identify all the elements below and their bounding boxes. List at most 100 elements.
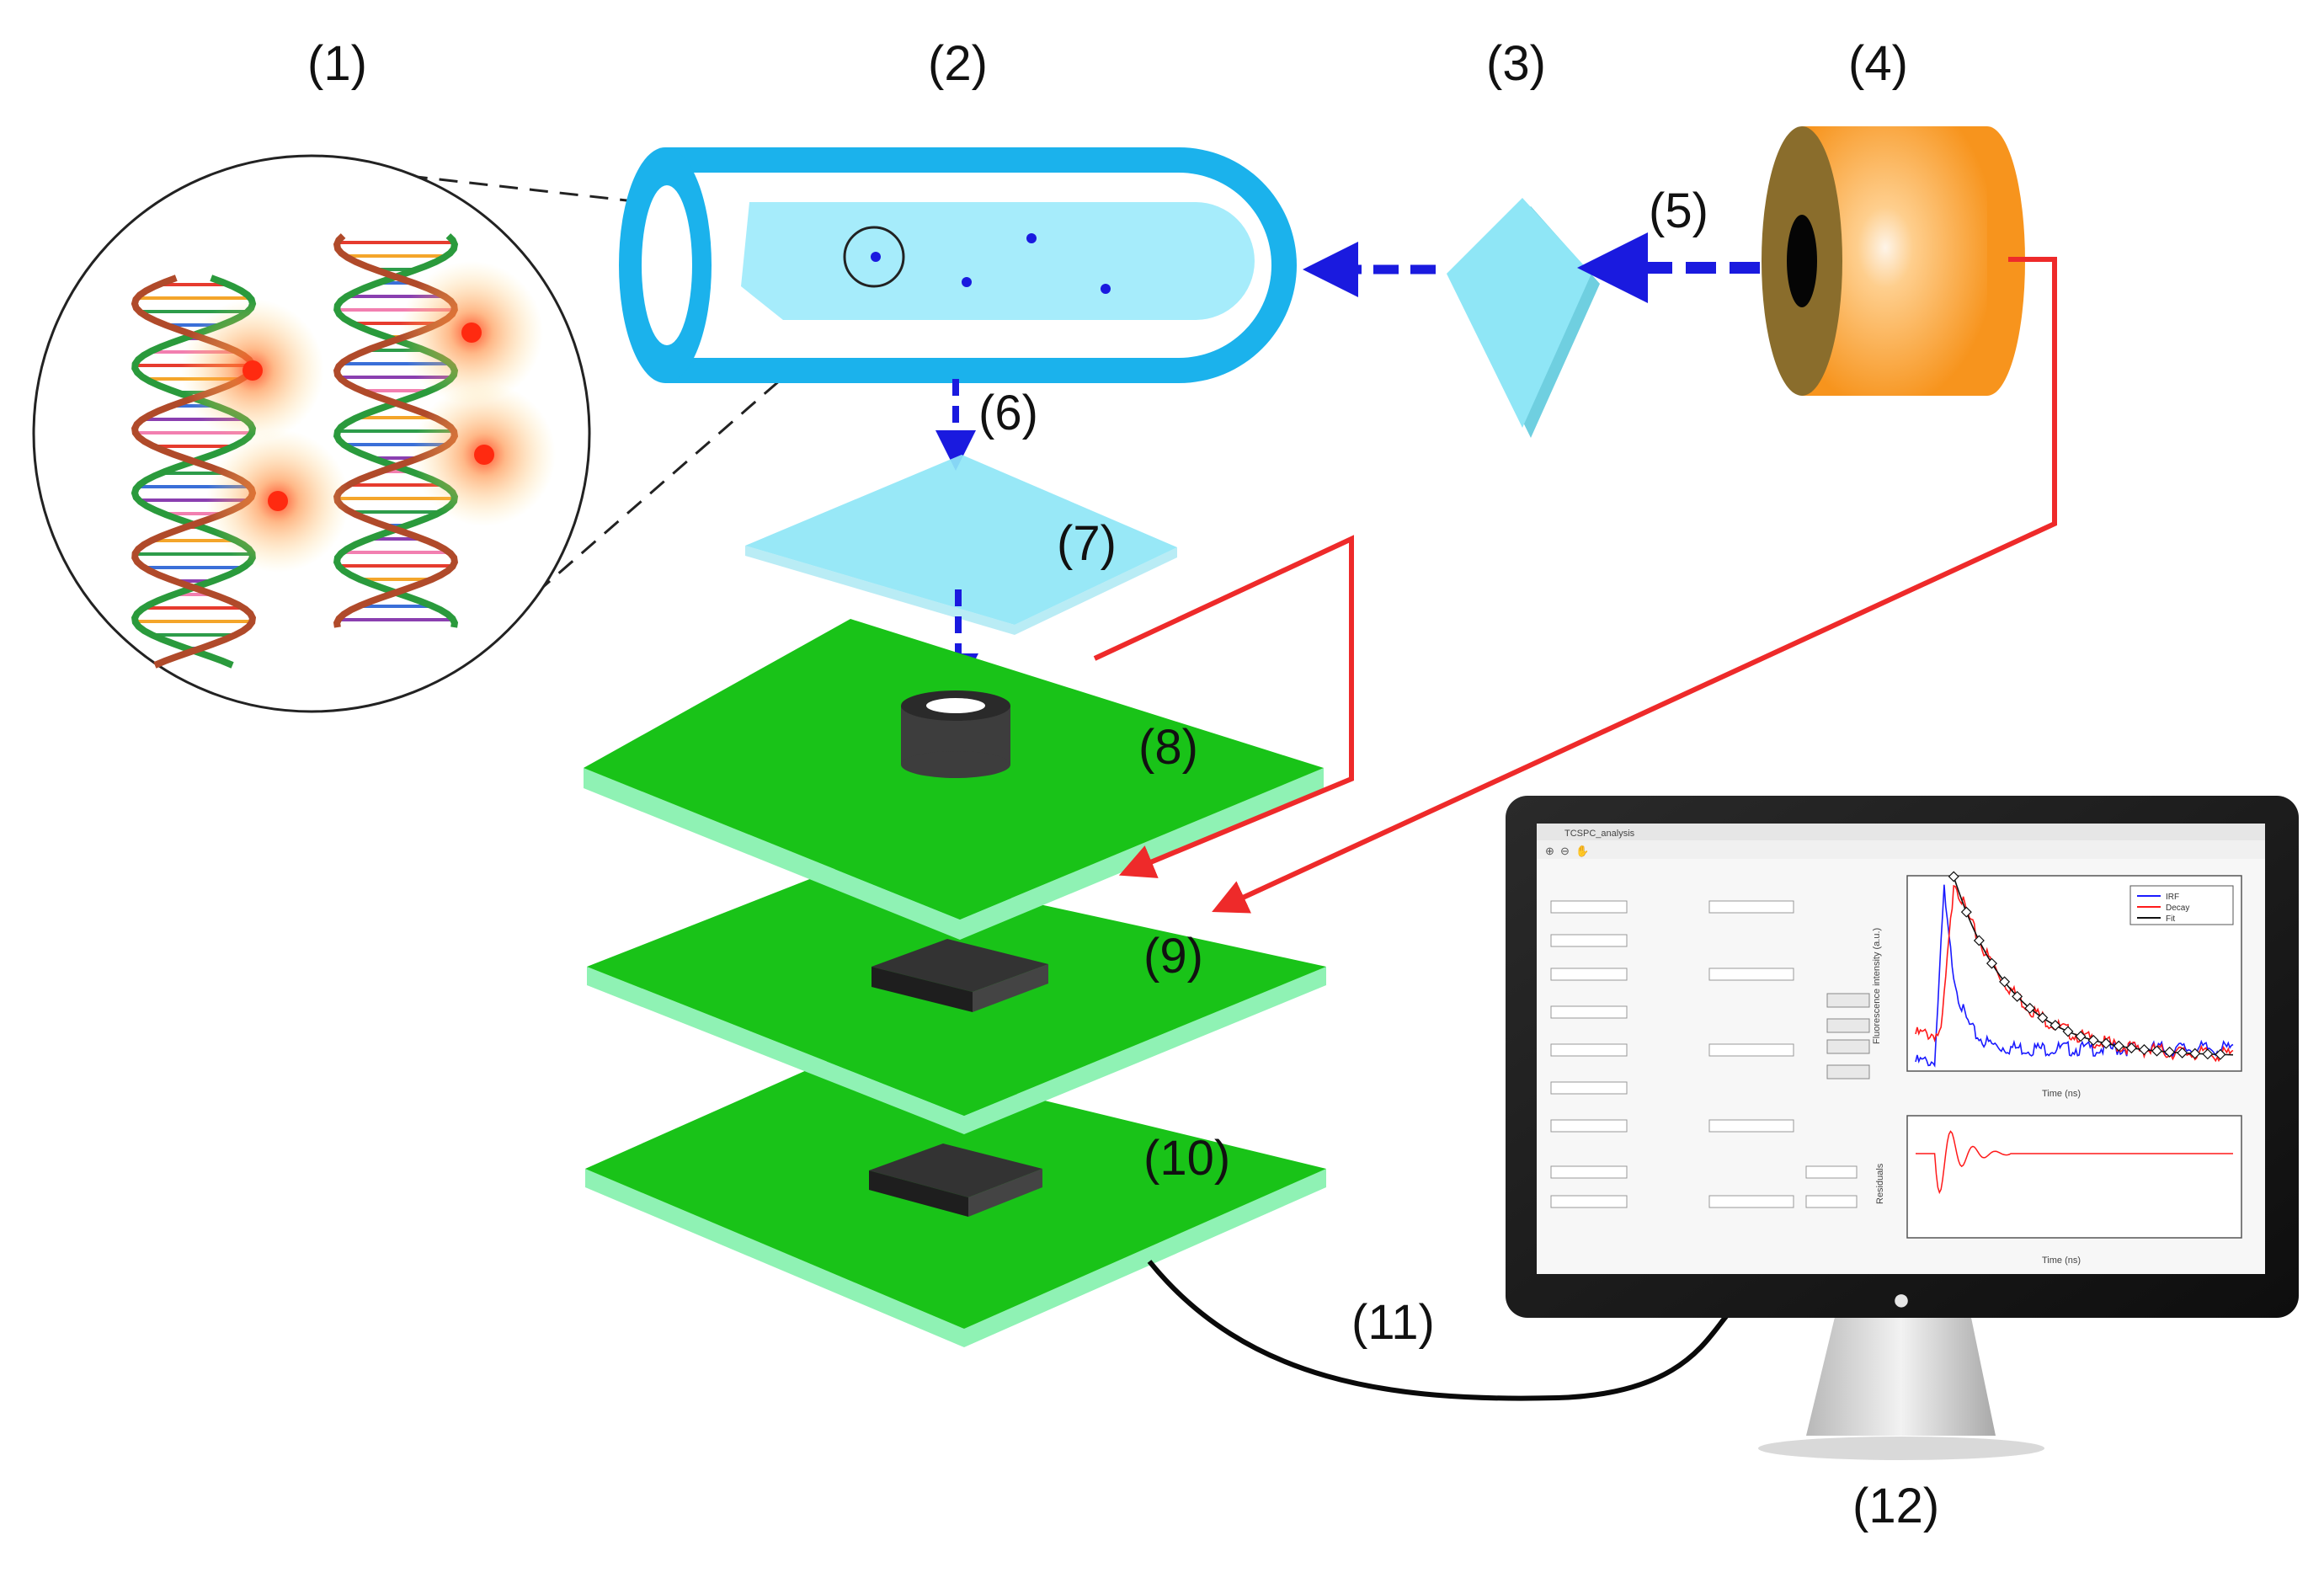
focus-circle: [843, 226, 905, 288]
decay-plot-ylabel: Fluorescence intensity (a.u.): [1872, 928, 1882, 1044]
panel-field[interactable]: [1708, 1043, 1794, 1057]
label-cable: (11): [1351, 1295, 1435, 1350]
decay-plot-xlabel: Time (ns): [2042, 1089, 2081, 1099]
cfd-chip-side: [973, 964, 1048, 1012]
decay-plot: [1915, 871, 2234, 1068]
panel-field[interactable]: [1550, 934, 1628, 947]
panel-field[interactable]: [1550, 968, 1628, 981]
pcb-board-8: [584, 619, 1324, 940]
fit-marker: [2049, 1020, 2061, 1032]
fit-marker: [2100, 1037, 2112, 1049]
prism-face: [1447, 198, 1591, 428]
pan-icon: ✋: [1575, 845, 1589, 857]
fluorophore-dot: [461, 323, 482, 343]
label-prism: (3): [1486, 36, 1546, 91]
dna-backbone: [131, 275, 257, 669]
panel-field[interactable]: [1550, 1119, 1628, 1133]
legend-fit: Fit: [2166, 914, 2175, 924]
panel-button[interactable]: [1826, 993, 1870, 1008]
cfd-chip-side: [872, 967, 973, 1012]
residual-plot-ylabel: Residuals: [1875, 1163, 1885, 1204]
tube-opening-inner: [642, 185, 692, 345]
panel-field[interactable]: [1708, 1119, 1794, 1133]
fit-marker: [2151, 1045, 2163, 1057]
monitor-shadow: [1758, 1437, 2044, 1460]
fit-marker: [2062, 1026, 2074, 1037]
fit-marker: [2202, 1048, 2214, 1060]
panel-button[interactable]: [1826, 1064, 1870, 1080]
zoom-out-icon: ⊖: [1560, 845, 1570, 857]
usb-cable: [1147, 1260, 1737, 1401]
panel-button[interactable]: [1826, 1039, 1870, 1054]
legend-irf: IRF: [2166, 893, 2179, 902]
pcb-board-9: [587, 863, 1326, 1134]
dna-zoom-view: [32, 154, 893, 713]
fit-marker: [2075, 1031, 2087, 1042]
app-titlebar: [1537, 824, 2265, 840]
residual-plot-frame: [1906, 1115, 2242, 1239]
panel-field[interactable]: [1708, 1195, 1794, 1208]
panel-field[interactable]: [1805, 1165, 1858, 1179]
monitor: ● TCSPC_analysis ⊕ ⊖ ✋ Fluorescence inte…: [1506, 796, 2299, 1460]
fit-marker: [2037, 1012, 2049, 1024]
source-aperture: [1787, 215, 1817, 307]
fit-marker: [2125, 1042, 2137, 1054]
fit-marker: [2012, 990, 2023, 1002]
board8-to-board9-wire: [1093, 535, 1354, 878]
fit-marker: [1960, 906, 1972, 918]
zoom-guide-line: [496, 280, 893, 629]
sample-tube: [619, 147, 1297, 383]
fluorophore-dot: [268, 491, 288, 511]
dna-backbone: [333, 233, 459, 628]
filter-face: [745, 455, 1177, 625]
fit-marker: [2024, 1002, 2036, 1014]
residual-trace: [1916, 1130, 2233, 1195]
fit-marker: [2215, 1048, 2226, 1060]
label-excitation-beam: (5): [1649, 184, 1708, 238]
residual-plot-xlabel: Time (ns): [2042, 1255, 2081, 1266]
source-sync-wire: [1212, 257, 2057, 914]
fit-marker: [1986, 957, 1997, 969]
app-title: TCSPC_analysis: [1564, 829, 1635, 839]
panel-field[interactable]: [1550, 900, 1628, 914]
panel-field[interactable]: [1550, 1005, 1628, 1019]
light-source: [1762, 126, 2025, 396]
label-sample-tube: (2): [928, 36, 988, 91]
fit-marker: [2113, 1040, 2124, 1052]
label-board-9: (9): [1143, 929, 1203, 984]
panel-field[interactable]: [1805, 1195, 1858, 1208]
fit-marker: [2164, 1046, 2176, 1058]
molecule-dot: [871, 252, 881, 262]
apple-logo-icon: ●: [1892, 1282, 1911, 1316]
monitor-stand: [1806, 1314, 1996, 1436]
prism: [1447, 198, 1600, 438]
panel-field[interactable]: [1550, 1165, 1628, 1179]
app-toolbar: [1537, 840, 2265, 859]
label-board-8: (8): [1138, 720, 1198, 775]
irf-trace: [1915, 884, 2234, 1068]
panel-field[interactable]: [1550, 1195, 1628, 1208]
label-filter: (7): [1057, 516, 1117, 571]
panel-field[interactable]: [1550, 1081, 1628, 1095]
label-emission-beam: (6): [978, 386, 1038, 440]
panel-field[interactable]: [1550, 1043, 1628, 1057]
molecule-dot: [1026, 233, 1037, 243]
pcb-board-10: [585, 1053, 1326, 1347]
panel-field[interactable]: [1708, 900, 1794, 914]
label-dna-zoom: (1): [307, 36, 367, 91]
molecule-dot: [962, 277, 972, 287]
control-panel: [1550, 900, 1870, 1208]
fit-marker: [1999, 976, 2011, 988]
tdc-chip: [869, 1144, 1042, 1197]
tdc-chip-side: [968, 1169, 1042, 1217]
panel-field[interactable]: [1708, 968, 1794, 981]
label-board-10: (10): [1143, 1131, 1230, 1186]
fit-marker: [2189, 1048, 2201, 1059]
fit-marker: [1973, 935, 1985, 946]
panel-button[interactable]: [1826, 1018, 1870, 1033]
fluorophore-dot: [243, 360, 263, 381]
fit-marker: [1948, 871, 1959, 882]
residual-plot: [1916, 1130, 2233, 1195]
sample-liquid: [741, 202, 1255, 320]
fit-marker: [2177, 1047, 2188, 1058]
